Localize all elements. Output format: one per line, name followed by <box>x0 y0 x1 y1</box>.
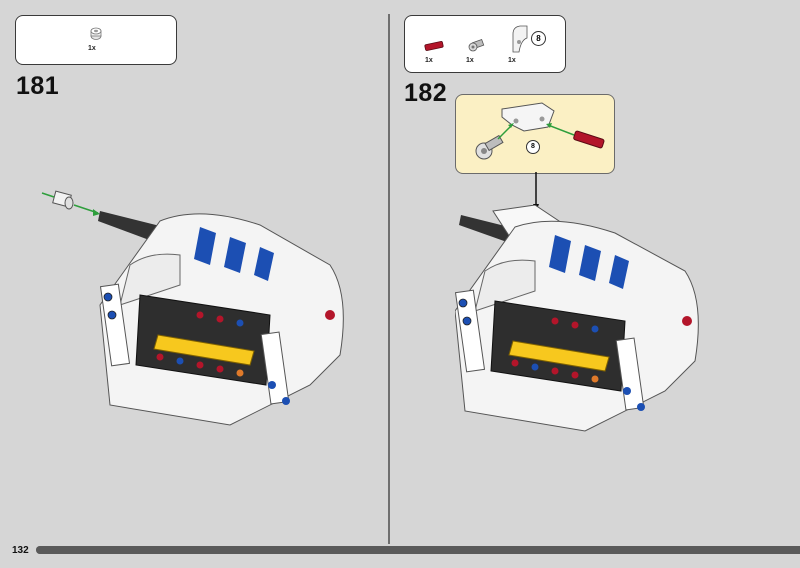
multiplier-badge: 8 <box>531 31 546 46</box>
bush-icon <box>90 27 102 40</box>
sub-assembly-diagram <box>475 102 605 160</box>
red-axle-icon <box>424 41 444 51</box>
parts-list-182: 1x 1x 8 1x <box>404 15 566 73</box>
bush-icon <box>52 190 74 210</box>
page-divider <box>388 14 390 544</box>
sub-assembly-callout: 8 <box>455 94 615 174</box>
part-qty: 1x <box>466 57 474 64</box>
model-illustration-182 <box>455 205 699 432</box>
step-number-181: 181 <box>16 72 60 100</box>
progress-bar <box>36 546 800 554</box>
part-qty: 1x <box>508 57 516 64</box>
parts-list-181: 1x <box>15 15 177 65</box>
model-illustration-181 <box>41 190 344 426</box>
page-number: 132 <box>12 545 29 556</box>
part-qty: 1x <box>88 45 96 52</box>
axle-connector-icon <box>468 38 485 52</box>
panel-connector-icon <box>512 25 528 53</box>
multiplier-badge: 8 <box>526 140 540 154</box>
part-qty: 1x <box>425 57 433 64</box>
progress-fill <box>36 546 800 554</box>
step-number-182: 182 <box>404 79 448 107</box>
